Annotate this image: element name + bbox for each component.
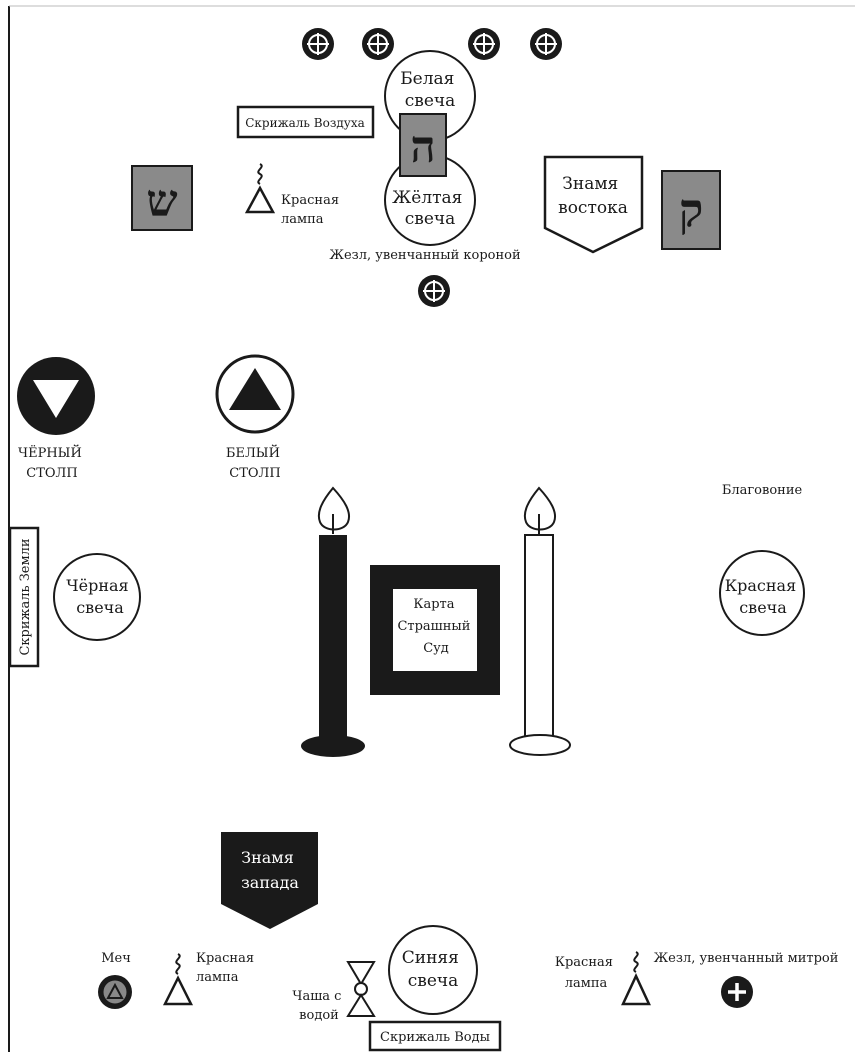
cross-circle-icon [530,28,562,60]
sword-label: Меч [101,951,131,966]
red-lamp-top-label: Красная лампа [281,193,343,227]
black-pillar-label: ЧЁРНЫЙ СТОЛП [18,444,86,481]
black-pillar-icon [17,357,95,435]
water-tablet-box [368,1020,502,1052]
incense-label: Благовоние [722,483,803,498]
black-candle-circle [53,553,141,641]
hebrew-letter-he: ה [410,122,435,173]
sword-icon [98,975,132,1009]
earth-tablet-box [8,526,40,668]
white-pillar-icon [215,354,295,434]
cross-circle-icon [362,28,394,60]
air-tablet-box [236,105,375,139]
mitred-wand-label: Жезл, увенчанный митрой [654,951,839,966]
card-label: Карта Страшный Суд [397,597,474,656]
hebrew-letter-shin-tile: ש [131,165,193,231]
hebrew-letter-qoph: ק [679,183,704,237]
hebrew-letter-shin: ש [146,176,177,227]
cross-circle-icon [418,275,450,307]
red-lamp-right-label: Красная лампа [555,955,617,991]
yellow-candle-label: Жёлтая свеча [392,188,468,229]
blue-candle-circle [388,925,478,1015]
cup-label: Чаша с водой [292,989,345,1023]
water-tablet-label: Скрижаль Воды [380,1030,490,1045]
card-inner [393,589,477,671]
cup-icon [346,961,376,1017]
hebrew-letter-he-tile: ה [399,113,447,177]
west-banner-label: Знамя запада [241,848,299,892]
white-pillar-label: БЕЛЫЙ СТОЛП [226,444,284,481]
red-lamp-left-label: Красная лампа [196,951,258,985]
white-candle-label: Белая свеча [400,69,460,111]
red-candle-circle [719,550,805,636]
black-candle-icon [301,486,365,757]
cross-circle-icon [468,28,500,60]
white-candle-icon [509,486,571,756]
red-lamp-icon [244,163,276,214]
blue-candle-label: Синяя свеча [402,948,465,991]
red-candle-label: Красная свеча [725,576,802,617]
crowned-wand-label: Жезл, увенчанный короной [329,248,520,263]
air-tablet-label: Скрижаль Воздуха [245,116,364,130]
cross-circle-icon [302,28,334,60]
east-banner-label: Знамя востока [558,174,628,218]
west-banner-shape [221,832,318,929]
red-lamp-icon [162,953,194,1006]
cross-circle-icon [721,976,753,1008]
east-banner-shape [543,155,644,254]
hebrew-letter-qoph-tile: ק [661,170,721,250]
earth-tablet-label: Скрижаль Земли [18,538,33,655]
red-lamp-icon [621,951,651,1006]
black-candle-label: Чёрная свеча [66,576,133,617]
